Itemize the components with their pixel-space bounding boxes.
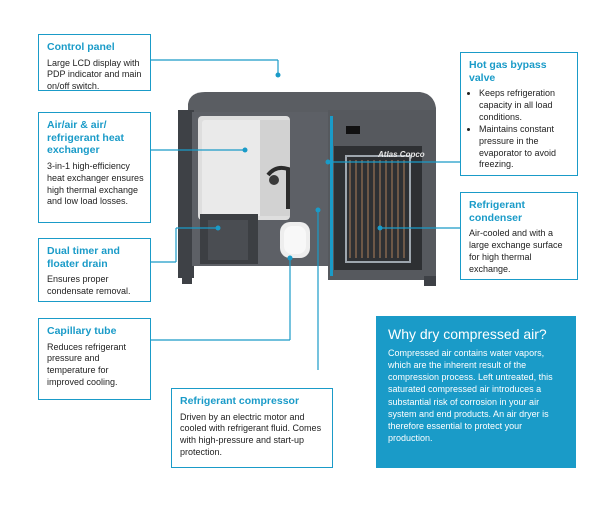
callout-text: Driven by an electric motor and cooled w… xyxy=(180,411,322,458)
callout-heat-exchanger: Air/air & air/ refrigerant heat exchange… xyxy=(38,112,151,223)
callout-title: Control panel xyxy=(47,41,115,53)
callout-text: Air-cooled and with a large exchange sur… xyxy=(469,228,563,274)
callout-capillary-tube: Capillary tube Reduces refrigerant press… xyxy=(38,318,151,400)
why-box-text: Compressed air contains water vapors, wh… xyxy=(388,348,553,443)
callout-hot-gas-bypass: Hot gas bypass valve Keeps refrigeration… xyxy=(460,52,578,176)
callout-title: Air/air & air/ refrigerant heat exchange… xyxy=(47,119,125,157)
callout-refrigerant-condenser: Refrigerant condenser Air-cooled and wit… xyxy=(460,192,578,280)
callout-control-panel: Control panel Large LCD display with PDP… xyxy=(38,34,151,91)
callout-dual-timer: Dual timer and floater drain Ensures pro… xyxy=(38,238,151,302)
why-dry-air-box: Why dry compressed air? Compressed air c… xyxy=(376,316,576,468)
callout-title: Dual timer and floater drain xyxy=(47,245,120,270)
callout-text: 3-in-1 high-efficiency heat exchanger en… xyxy=(47,160,144,207)
callout-title: Hot gas bypass valve xyxy=(469,59,547,84)
callout-title: Capillary tube xyxy=(47,325,117,337)
callout-refrigerant-compressor: Refrigerant compressor Driven by an elec… xyxy=(171,388,333,468)
callout-title: Refrigerant condenser xyxy=(469,199,526,224)
callout-bullet: Keeps refrigeration capacity in all load… xyxy=(479,88,571,124)
callout-text: Large LCD display with PDP indicator and… xyxy=(47,57,142,92)
callout-text: Ensures proper condensate removal. xyxy=(47,274,131,297)
callout-title: Refrigerant compressor xyxy=(180,395,300,407)
callout-bullet: Maintains constant pressure in the evapo… xyxy=(479,124,571,172)
why-box-title: Why dry compressed air? xyxy=(388,326,547,342)
brand-logo: Atlas Copco xyxy=(378,150,425,159)
callout-text: Reduces refrigerant pressure and tempera… xyxy=(47,341,127,388)
